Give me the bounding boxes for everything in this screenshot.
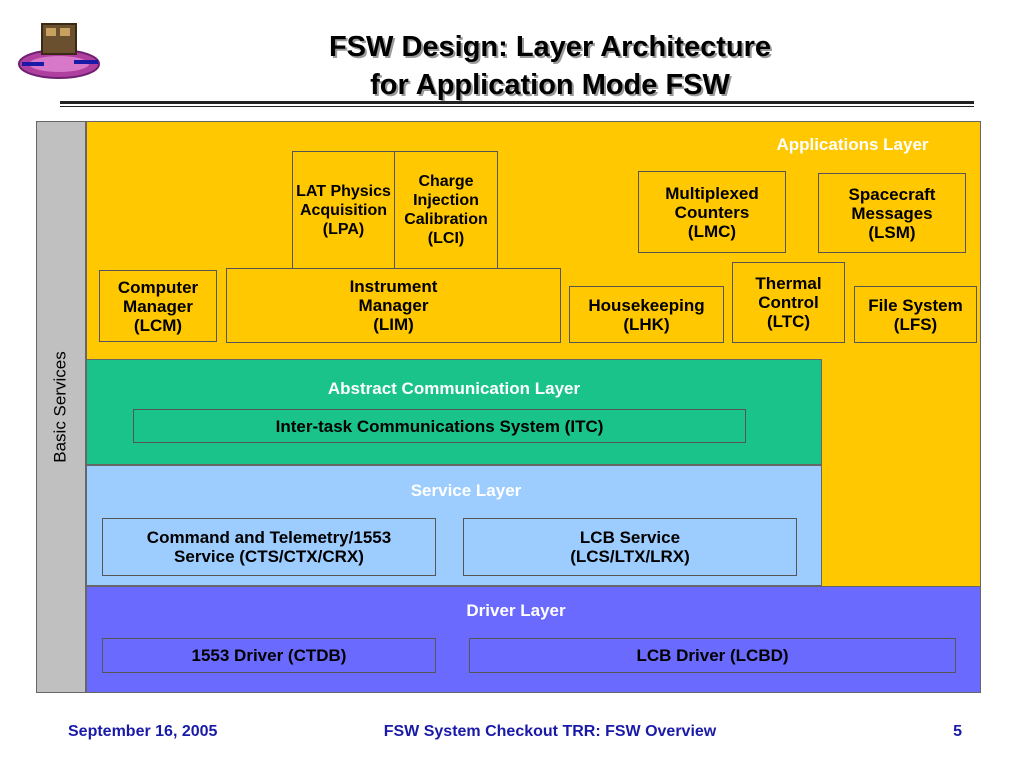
basic-services-label: Basic Services — [51, 351, 71, 463]
lmc-box: Multiplexed Counters (LMC) — [638, 171, 786, 253]
lci-box: Charge Injection Calibration (LCI) — [394, 151, 498, 269]
title-rule — [60, 101, 974, 104]
lcbd-box: LCB Driver (LCBD) — [469, 638, 956, 673]
slide-title-line1: FSW Design: Layer Architecture — [328, 31, 772, 63]
lcm-box: Computer Manager (LCM) — [99, 270, 217, 342]
ltc-box: Thermal Control (LTC) — [732, 262, 845, 343]
service-layer-label: Service Layer — [410, 481, 522, 500]
ctdb-box: 1553 Driver (CTDB) — [102, 638, 436, 673]
footer-date: September 16, 2005 — [68, 723, 218, 740]
title-rule-thin — [60, 106, 974, 107]
footer-title: FSW System Checkout TRR: FSW Overview — [383, 723, 717, 740]
lpa-box: LAT Physics Acquisition (LPA) — [292, 151, 395, 269]
basic-services-bar — [36, 121, 86, 693]
driver-layer-label: Driver Layer — [466, 601, 566, 620]
glast-logo — [14, 16, 104, 86]
lsm-box: Spacecraft Messages (LSM) — [818, 173, 966, 253]
page-number: 5 — [953, 723, 962, 740]
lfs-box: File System (LFS) — [854, 286, 977, 343]
applications-layer-label: Applications Layer — [776, 135, 929, 154]
lcs-box: LCB Service (LCS/LTX/LRX) — [463, 518, 797, 576]
itc-box: Inter-task Communications System (ITC) — [133, 409, 746, 443]
slide-title-line2: for Application Mode FSW — [370, 69, 730, 101]
lhk-box: Housekeeping (LHK) — [569, 286, 724, 343]
abstract-layer-label: Abstract Communication Layer — [327, 379, 581, 398]
lim-box: Instrument Manager (LIM) — [226, 268, 561, 343]
cts-box: Command and Telemetry/1553 Service (CTS/… — [102, 518, 436, 576]
